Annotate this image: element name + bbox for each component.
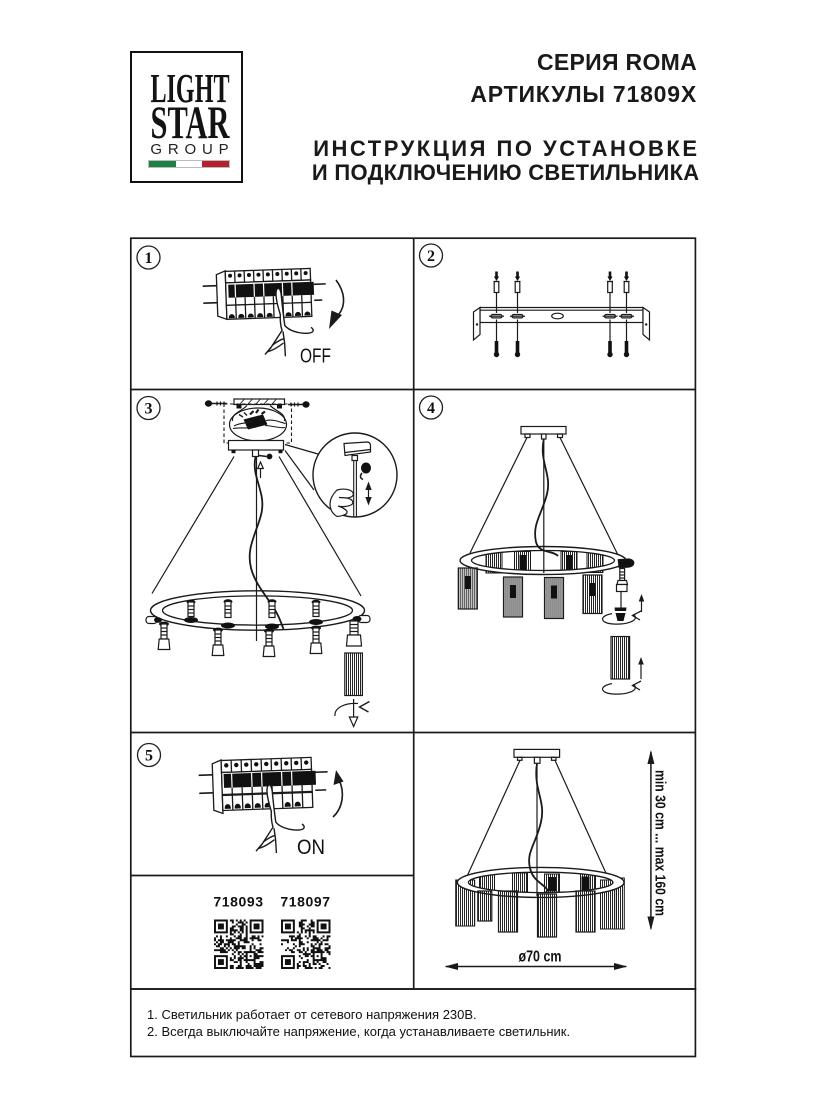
svg-text:2: 2	[427, 248, 435, 265]
svg-text:718093: 718093	[213, 894, 263, 910]
svg-text:4: 4	[427, 400, 435, 417]
svg-text:3: 3	[145, 401, 153, 418]
svg-text:5: 5	[145, 748, 153, 765]
svg-text:718097: 718097	[280, 894, 330, 910]
svg-text:ø70 cm: ø70 cm	[519, 949, 562, 966]
svg-text:min 30 cm ... max 160 cm: min 30 cm ... max 160 cm	[652, 770, 669, 916]
svg-text:OFF: OFF	[300, 345, 331, 368]
svg-text:1: 1	[145, 250, 153, 267]
svg-text:ON: ON	[297, 836, 325, 859]
